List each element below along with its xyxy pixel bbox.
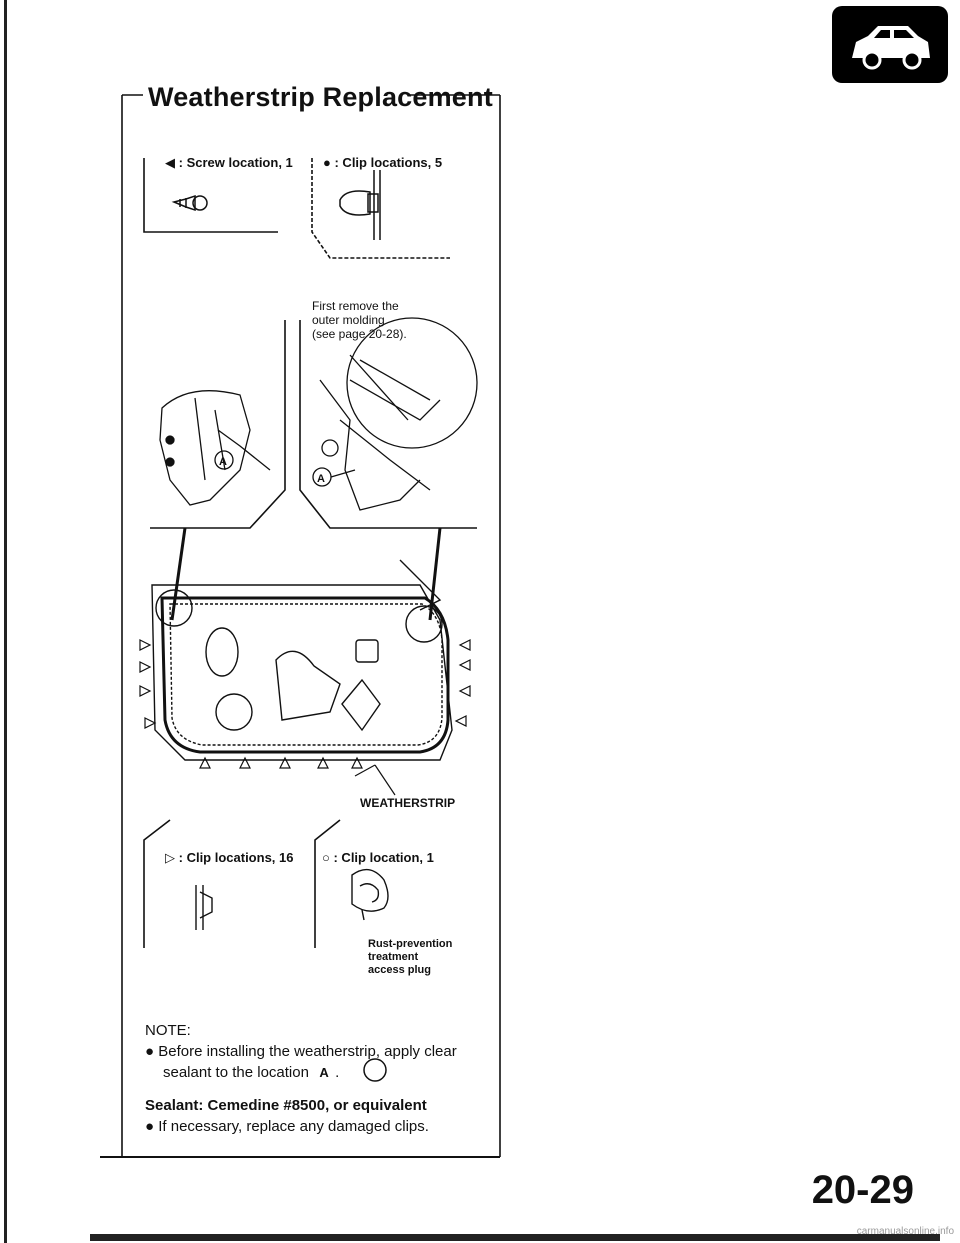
hinge-detail-diagram: A bbox=[159, 390, 271, 506]
legend-clip-locations-side: ▷ : Clip locations, 16 bbox=[165, 850, 294, 865]
legend-screw-location: ◀ : Screw location, 1 bbox=[165, 155, 293, 170]
screw-icon bbox=[171, 194, 208, 212]
svg-text:A: A bbox=[317, 473, 325, 485]
door-corner-detail-diagram: A bbox=[312, 317, 478, 511]
note-bullet-1: ● Before installing the weatherstrip, ap… bbox=[145, 1043, 457, 1060]
legend-clip-location-single: ○ : Clip location, 1 bbox=[322, 850, 434, 865]
left-binding-line bbox=[4, 0, 7, 1243]
note-heading: NOTE: bbox=[145, 1022, 191, 1039]
svg-text:A: A bbox=[219, 456, 227, 468]
page-number: 20-29 bbox=[811, 1168, 914, 1212]
circle-marker-icon bbox=[363, 1058, 387, 1082]
clip-icon bbox=[351, 868, 389, 921]
page-title: Weatherstrip Replacement bbox=[148, 82, 493, 112]
weatherstrip-label: WEATHERSTRIP bbox=[360, 796, 456, 810]
note-bullet-1-cont: sealant to the location A. bbox=[163, 1064, 340, 1081]
triangle-marker-icon bbox=[139, 639, 471, 769]
footer-site: carmanualsonline.info bbox=[856, 1226, 954, 1237]
note-bullet-2: ● If necessary, replace any damaged clip… bbox=[145, 1118, 429, 1135]
rust-plug-label: Rust-prevention treatment access plug bbox=[368, 938, 453, 976]
bottom-edge-strip bbox=[90, 1234, 940, 1241]
clip-icon bbox=[339, 170, 381, 240]
first-remove-callout: First remove the outer molding (see page… bbox=[312, 299, 407, 341]
clip-icon bbox=[195, 885, 213, 930]
open-circle-icon: ○ bbox=[322, 850, 330, 865]
bullet-icon: ● bbox=[145, 1118, 155, 1135]
filled-circle-icon: ● bbox=[323, 155, 331, 170]
triangle-right-icon: ▷ bbox=[165, 850, 175, 865]
triangle-left-icon: ◀ bbox=[165, 155, 175, 170]
bullet-icon: ● bbox=[145, 1043, 155, 1060]
note-section: NOTE: ● Before installing the weatherstr… bbox=[145, 1020, 490, 1137]
location-a-marker: A bbox=[319, 1065, 329, 1080]
legend-clip-locations-top: ● : Clip locations, 5 bbox=[323, 155, 443, 170]
car-badge-icon bbox=[832, 6, 948, 83]
door-weatherstrip-diagram bbox=[151, 559, 453, 761]
sealant-spec: Sealant: Cemedine #8500, or equivalent bbox=[145, 1097, 427, 1114]
